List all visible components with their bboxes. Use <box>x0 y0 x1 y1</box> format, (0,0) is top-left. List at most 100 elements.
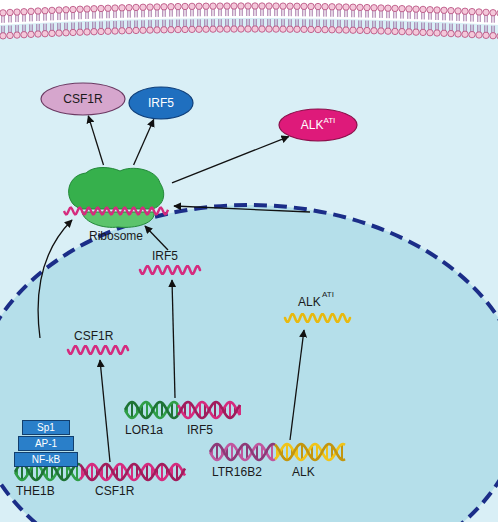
lipid-head <box>147 27 153 33</box>
lipid-head <box>77 6 83 12</box>
superscript: ATI <box>323 116 335 125</box>
lipid-head <box>322 26 328 32</box>
lipid-head <box>427 6 433 12</box>
node-label: ALK <box>301 118 324 132</box>
lipid-head <box>280 3 286 9</box>
lipid-head <box>49 30 55 36</box>
lipid-head <box>161 4 167 10</box>
lipid-head <box>406 29 412 35</box>
nucleus <box>0 205 498 522</box>
lipid-head <box>63 7 69 13</box>
box-outline <box>19 437 74 451</box>
lipid-head <box>273 26 279 32</box>
lipid-head <box>259 3 265 9</box>
lipid-head <box>196 26 202 32</box>
lipid-head <box>252 26 258 32</box>
lipid-head <box>154 27 160 33</box>
lipid-head <box>385 28 391 34</box>
lipid-head <box>77 29 83 35</box>
lipid-head <box>280 26 286 32</box>
lipid-head <box>364 27 370 33</box>
node-label: CSF1R <box>63 92 102 106</box>
lipid-head <box>406 6 412 12</box>
node-text-wrap: ALKATI <box>278 108 358 142</box>
lipid-head <box>182 26 188 32</box>
process-arrows <box>38 206 310 462</box>
lipid-head <box>322 3 328 9</box>
lipid-head <box>497 33 498 39</box>
mrna-strand <box>64 208 168 215</box>
lipid-head <box>42 7 48 13</box>
mrna-strand <box>285 314 350 322</box>
lipid-head <box>350 27 356 33</box>
transcription-factor-box: Sp1 <box>22 420 70 435</box>
lipid-head <box>203 26 209 32</box>
lipid-head <box>112 5 118 11</box>
node-text-wrap: IRF5 <box>128 86 194 120</box>
lipid-head <box>84 29 90 35</box>
lipid-head <box>469 8 475 14</box>
mrna-label: ALK <box>298 296 321 309</box>
lipid-head <box>175 3 181 9</box>
lipid-head <box>35 31 41 37</box>
lipid-head <box>168 3 174 9</box>
lipid-head <box>224 26 230 32</box>
base-pair <box>271 444 273 460</box>
gene-label: ALK <box>292 466 315 479</box>
lipid-head <box>175 26 181 32</box>
lipid-head <box>231 26 237 32</box>
lipid-head <box>273 3 279 9</box>
lipid-head <box>371 5 377 11</box>
lipid-head <box>413 29 419 35</box>
lipid-head <box>329 27 335 33</box>
lipid-head <box>63 30 69 36</box>
lipid-head <box>28 8 34 14</box>
gene-element-label: THE1B <box>16 485 55 498</box>
lipid-head <box>245 3 251 9</box>
lipid-head <box>210 26 216 32</box>
gene-element-label: LTR16B2 <box>212 466 262 479</box>
lipid-head <box>133 4 139 10</box>
superscript: ATI <box>322 291 334 300</box>
lipid-head <box>490 10 496 16</box>
gene-label: IRF5 <box>187 424 213 437</box>
lipid-head <box>70 6 76 12</box>
base-pair <box>231 444 233 460</box>
lipid-head <box>287 3 293 9</box>
lipid-head <box>343 27 349 33</box>
node-label: AP-1 <box>35 438 57 449</box>
node-text-wrap: AP-1 <box>18 436 74 451</box>
lipid-head <box>28 31 34 37</box>
translation-arrow <box>174 206 310 212</box>
lipid-head <box>35 8 41 14</box>
dna-strand <box>210 444 275 460</box>
dna-helices <box>15 402 345 480</box>
lipid-head <box>42 30 48 36</box>
lipid-head <box>336 4 342 10</box>
base-pair <box>229 402 231 418</box>
lipid-head <box>217 26 223 32</box>
lipid-head <box>119 5 125 11</box>
dna-strand <box>80 464 185 480</box>
lipid-head <box>98 5 104 11</box>
lipid-head <box>0 33 6 39</box>
lipid-head <box>315 3 321 9</box>
lipid-head <box>378 5 384 11</box>
lipid-head <box>56 7 62 13</box>
node-text-wrap: Ribosome <box>60 165 172 245</box>
lipid-head <box>210 3 216 9</box>
lipid-head <box>84 6 90 12</box>
gene-element-label: LOR1a <box>125 424 163 437</box>
lipid-head <box>371 28 377 34</box>
lipid-head <box>119 28 125 34</box>
base-pair <box>106 464 108 480</box>
transcription-arrow <box>290 330 304 440</box>
lipid-head <box>434 30 440 36</box>
lipid-head <box>259 26 265 32</box>
lipid-head <box>224 3 230 9</box>
mrna-strands <box>68 266 350 354</box>
ribosome-large-subunit <box>69 168 164 210</box>
lipid-head <box>420 29 426 35</box>
mrna-strand <box>140 266 200 274</box>
